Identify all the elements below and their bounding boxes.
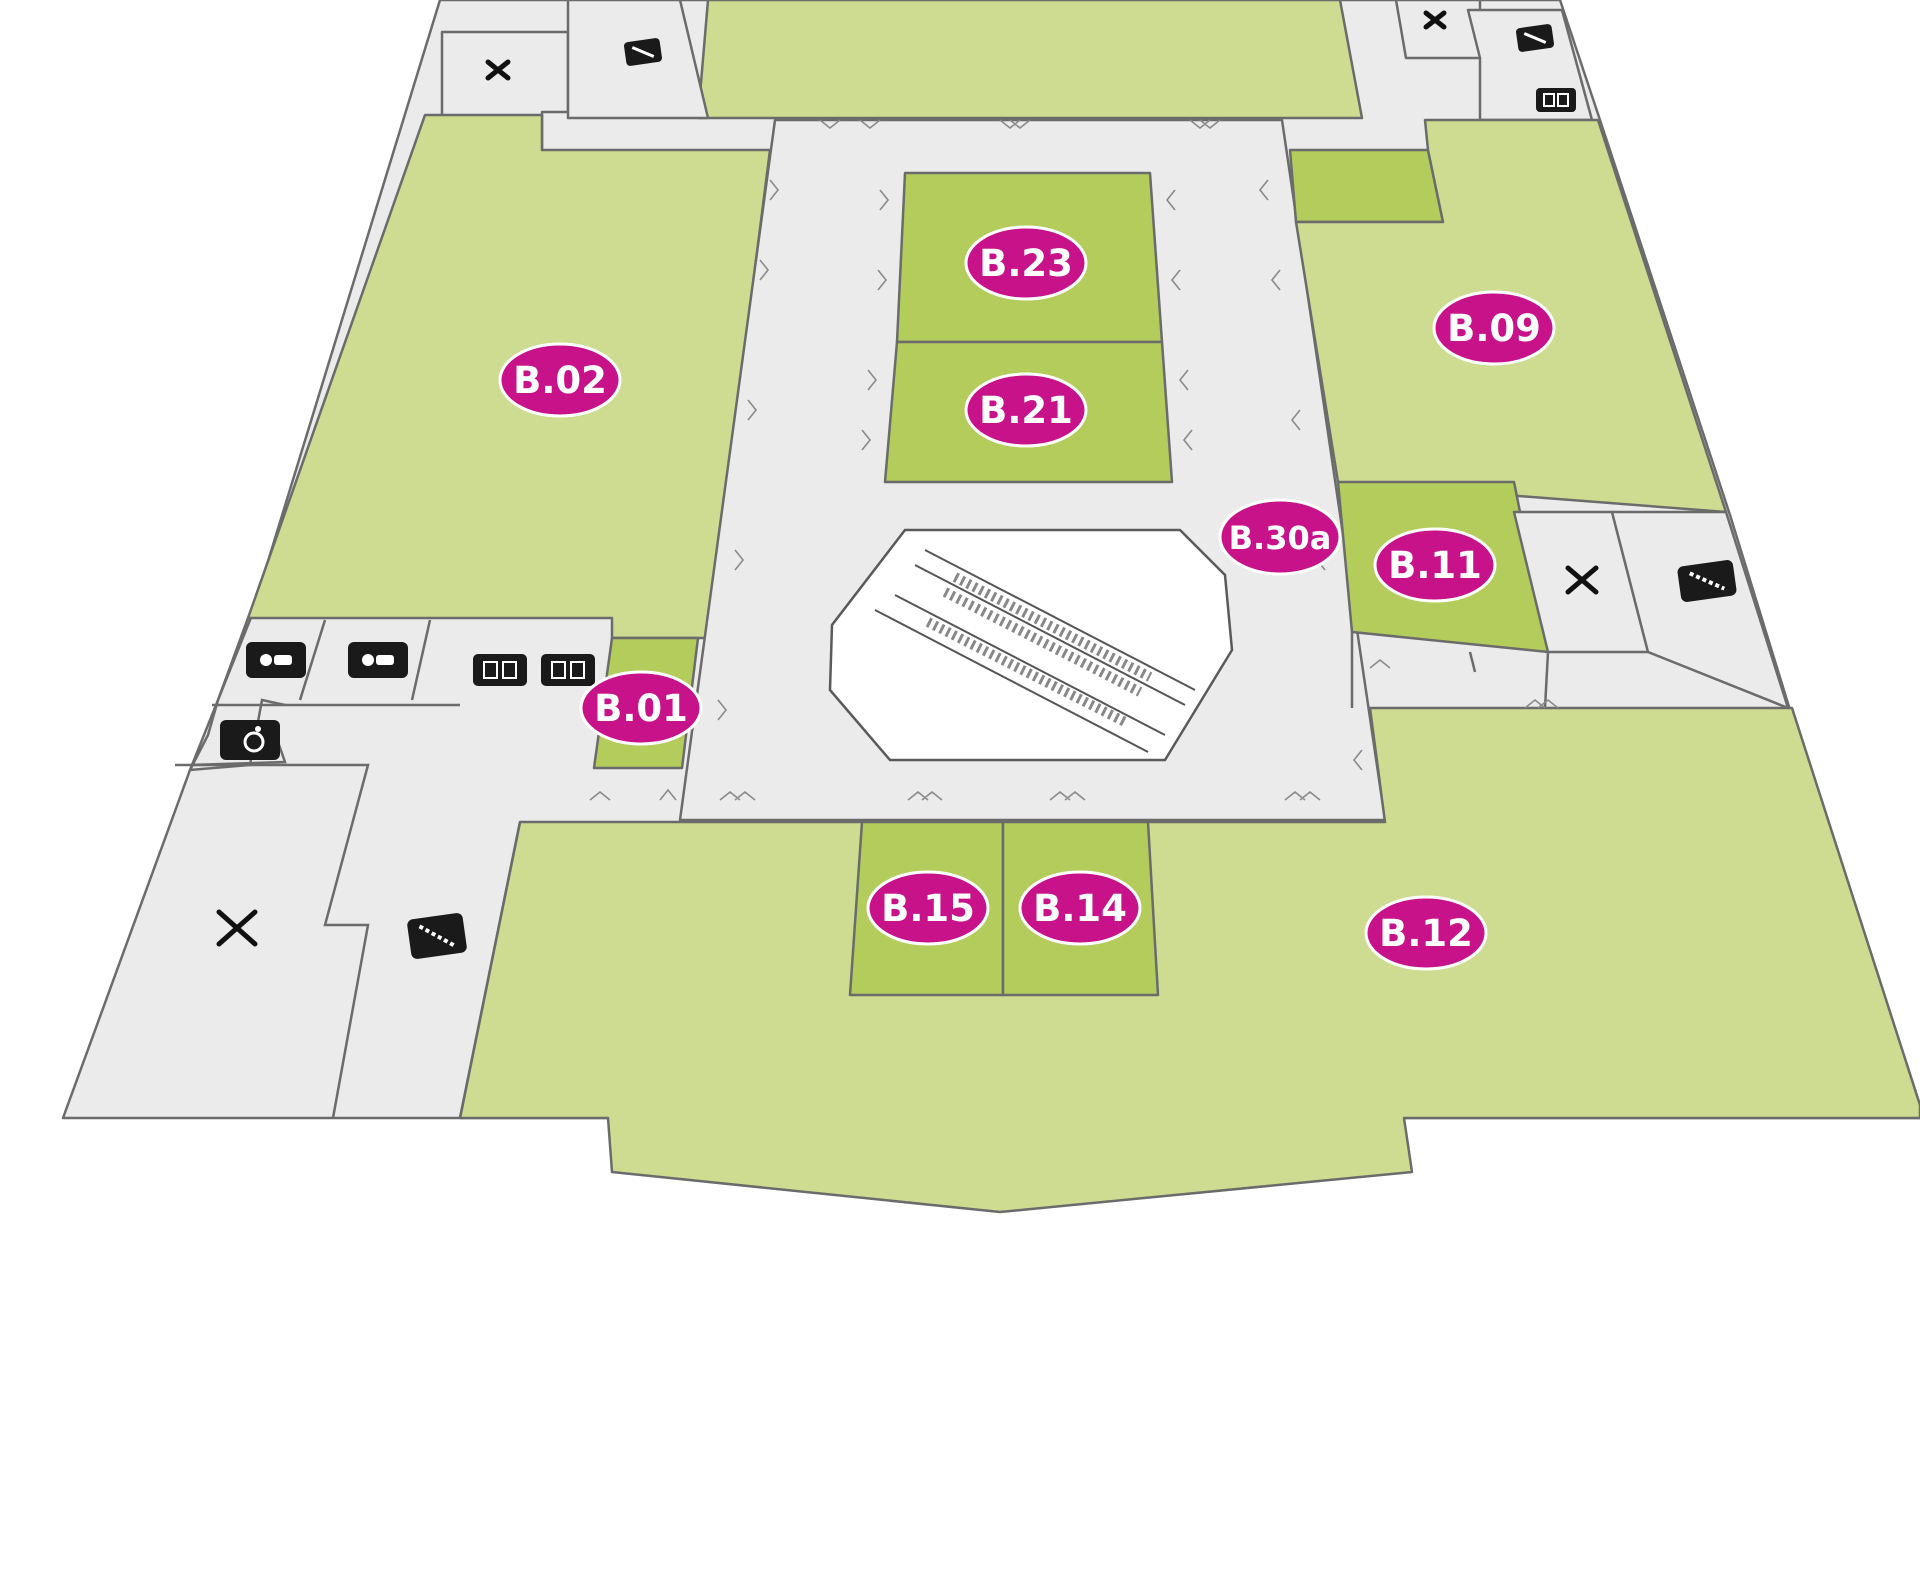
stairs-icon [1677,560,1737,602]
room-top-center [696,0,1364,120]
accessible-toilet-icon [220,720,280,760]
tools-icon [1565,565,1599,595]
label-b23: B.23 [964,225,1088,301]
svg-text:B.09: B.09 [1447,307,1541,350]
svg-text:B.14: B.14 [1033,887,1127,930]
svg-text:B.11: B.11 [1388,544,1482,587]
toilet-icon [348,642,408,678]
room-top-right-tools [1394,0,1482,60]
stairs-icon [1516,24,1554,52]
label-b12: B.12 [1364,895,1488,971]
tools-icon [216,909,258,947]
tools-icon [485,59,511,81]
tools-icon [1423,10,1447,30]
svg-text:B.01: B.01 [594,687,688,730]
label-b14: B.14 [1018,870,1142,946]
room-b12 [458,706,1920,1214]
elevator-icon [541,654,595,686]
room-top-right-small [1288,148,1445,224]
label-b09: B.09 [1432,290,1556,366]
svg-text:B.12: B.12 [1379,912,1473,955]
chairs [589,119,1559,801]
stairs-icon [407,913,467,959]
left-service-walls [175,617,522,1119]
svg-text:B.30a: B.30a [1229,519,1332,557]
label-b21: B.21 [964,372,1088,448]
elevator-icon [473,654,527,686]
escalator [874,549,1196,753]
svg-text:B.02: B.02 [513,359,607,402]
stairs-icon [624,38,662,66]
label-b30a: B.30a [1218,498,1342,576]
elevator-icon [1536,88,1576,112]
label-b11: B.11 [1373,527,1497,603]
toilet-icon [246,642,306,678]
label-b02: B.02 [498,342,622,418]
svg-text:B.15: B.15 [881,887,975,930]
atrium-void [828,528,1234,762]
label-b01: B.01 [579,670,703,746]
label-b15: B.15 [866,870,990,946]
svg-text:B.21: B.21 [979,389,1073,432]
right-corridor-walls [1350,632,1550,709]
svg-text:B.23: B.23 [979,242,1073,285]
